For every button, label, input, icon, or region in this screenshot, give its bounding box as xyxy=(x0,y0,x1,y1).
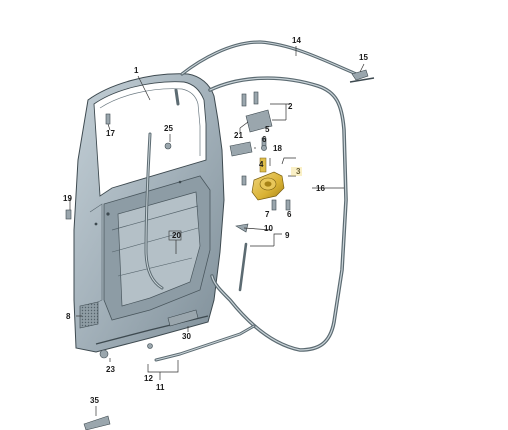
hinge-assembly xyxy=(251,157,285,201)
upper-door-seal xyxy=(180,40,358,76)
upper-hinge-bracket xyxy=(229,91,273,157)
callout-17: 17 xyxy=(106,129,115,138)
callout-15: 15 xyxy=(359,53,368,62)
callout-6b: 6 xyxy=(287,210,292,219)
leader-lines xyxy=(69,46,365,416)
callout-35: 35 xyxy=(90,396,99,405)
callout-9: 9 xyxy=(285,231,290,240)
callout-16: 16 xyxy=(316,184,325,193)
seal-clip-15 xyxy=(351,69,369,81)
trim-strip-30 xyxy=(167,309,199,327)
callout-1: 1 xyxy=(134,66,139,75)
callout-6a: 6 xyxy=(262,135,267,144)
callout-10: 10 xyxy=(264,224,273,233)
b-pillar-seal xyxy=(238,242,248,292)
callout-3: 3 xyxy=(296,167,301,176)
speaker-grille xyxy=(79,301,99,329)
door-aperture-seal xyxy=(208,76,348,352)
pillar-seal xyxy=(174,88,180,106)
callout-23: 23 xyxy=(106,365,115,374)
bolts xyxy=(65,113,291,359)
door-shell xyxy=(73,73,225,353)
trim-strip-35 xyxy=(83,415,111,430)
callout-7: 7 xyxy=(265,210,270,219)
door-inner-opening xyxy=(117,191,201,307)
callout-5: 5 xyxy=(265,125,270,134)
callout-18: 18 xyxy=(273,144,282,153)
callout-12: 12 xyxy=(144,374,153,383)
callout-21: 21 xyxy=(234,131,243,140)
door-window-frame xyxy=(99,88,201,156)
callout-labels: 1 2 3 4 5 6 6 7 8 9 10 11 12 14 15 16 17… xyxy=(63,36,368,405)
callout-19: 19 xyxy=(63,194,72,203)
callout-30: 30 xyxy=(182,332,191,341)
callout-2: 2 xyxy=(288,102,293,111)
callout-11: 11 xyxy=(156,383,165,392)
callout-14: 14 xyxy=(292,36,301,45)
callout-8: 8 xyxy=(66,312,71,321)
callout-4: 4 xyxy=(259,160,264,169)
callout-20: 20 xyxy=(172,231,181,240)
callout-25: 25 xyxy=(164,124,173,133)
callout-20-frame xyxy=(168,230,182,241)
callout-3-highlight xyxy=(291,167,302,176)
